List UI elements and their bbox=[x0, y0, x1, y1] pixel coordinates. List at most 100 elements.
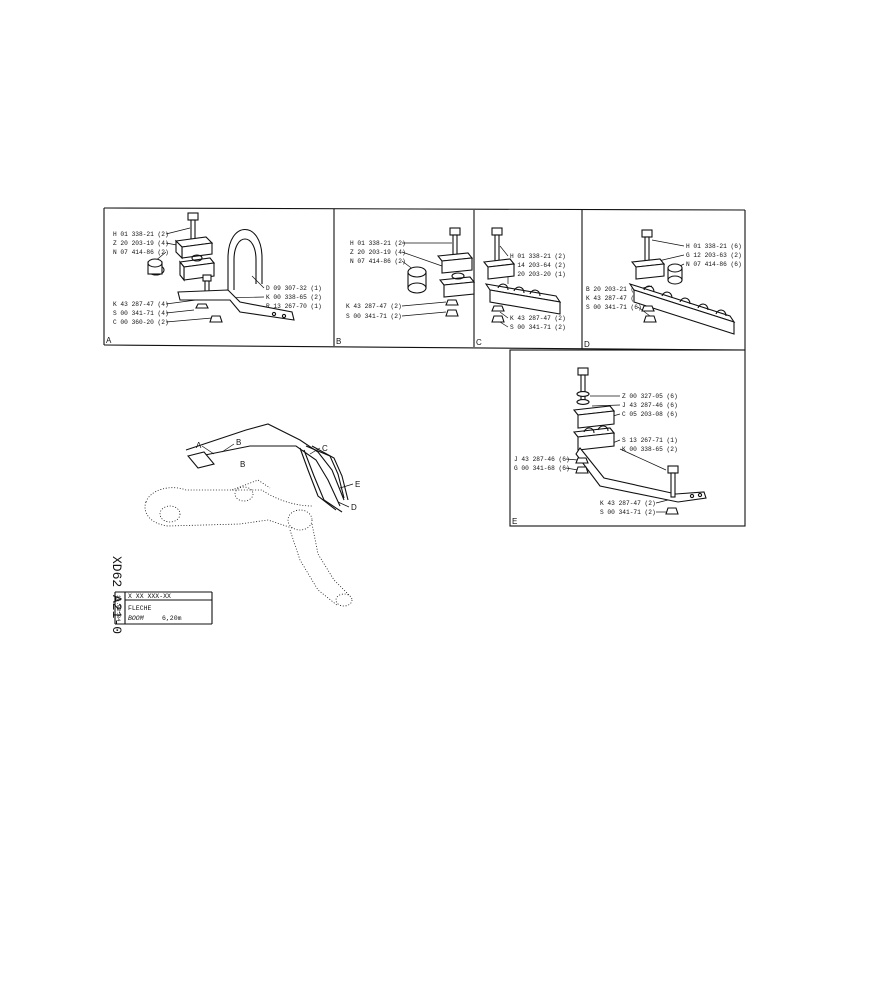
panel-frames bbox=[103, 207, 746, 527]
clamp-e bbox=[572, 405, 616, 451]
bolt-d bbox=[641, 229, 653, 238]
doc-date: 16.02.84 bbox=[115, 595, 122, 622]
callout-b-leader bbox=[221, 443, 235, 453]
washer-e-2 bbox=[576, 399, 590, 405]
name-en: BOOM bbox=[128, 615, 144, 622]
boom-upper-edge bbox=[145, 487, 313, 507]
callout-d-leader bbox=[337, 501, 350, 508]
label-b-5: S 00 341-71 (2) bbox=[346, 313, 402, 320]
callout-a-leader bbox=[201, 445, 215, 455]
nut-b-2 bbox=[445, 309, 459, 317]
title-block: XD62 A21-0 16.02.84 X XX XXX-XX FLECHE B… bbox=[109, 556, 213, 634]
frame-top-line bbox=[103, 207, 746, 211]
label-a-4: D 09 307-32 (1) bbox=[266, 285, 322, 292]
label-a-5: K 00 338-65 (2) bbox=[266, 294, 322, 301]
hole-a-2 bbox=[281, 313, 287, 319]
label-d-3: N 07 414-86 (6) bbox=[686, 261, 742, 268]
label-a-3: N 07 414-86 (2) bbox=[113, 249, 169, 256]
label-d-6: S 00 341-71 (6) bbox=[586, 304, 642, 311]
panel-a-letter: A bbox=[106, 336, 112, 345]
label-e-4: S 13 267-71 (1) bbox=[622, 437, 678, 444]
label-a-6: R 13 267-70 (1) bbox=[266, 303, 322, 310]
panel-a: H 01 338-21 (2) Z 20 203-19 (4) N 07 414… bbox=[113, 212, 322, 326]
bolt-e-2 bbox=[667, 465, 679, 474]
overview-callout-b: B bbox=[236, 438, 241, 447]
bolt-e-2-shank bbox=[670, 472, 676, 498]
panel-d: H 01 338-21 (6) G 12 203-63 (2) N 07 414… bbox=[586, 229, 742, 335]
label-e-9: S 00 341-71 (2) bbox=[600, 509, 656, 516]
clamp-d bbox=[628, 258, 736, 335]
boom-lower-edge bbox=[144, 501, 293, 529]
bolt-e-shank bbox=[580, 374, 586, 402]
hole-e-2 bbox=[697, 492, 703, 498]
label-b-1: H 01 338-21 (2) bbox=[350, 240, 406, 247]
label-e-6: J 43 287-46 (6) bbox=[514, 456, 570, 463]
label-d-4: B 20 203-21 (1) bbox=[586, 286, 642, 293]
bolt-b bbox=[449, 227, 461, 236]
name-fr: FLECHE bbox=[128, 605, 152, 612]
bolt-c bbox=[491, 227, 503, 236]
nut-a-2 bbox=[209, 315, 223, 323]
panel-e-letter: E bbox=[512, 517, 517, 526]
boom-arm-left bbox=[289, 529, 339, 607]
overview-callout-d: D bbox=[351, 503, 357, 512]
clamp-c bbox=[482, 258, 562, 315]
label-c-4: K 43 287-47 (2) bbox=[510, 315, 566, 322]
overview-callout-c: C bbox=[322, 444, 328, 453]
bush-a bbox=[147, 258, 165, 276]
hose-line-5 bbox=[305, 445, 345, 499]
label-c-5: S 00 341-71 (2) bbox=[510, 324, 566, 331]
u-bolt-a bbox=[227, 229, 263, 290]
label-a-9: C 00 360-20 (2) bbox=[113, 319, 169, 326]
label-e-1: Z 00 327-05 (6) bbox=[622, 393, 678, 400]
hose-line-1 bbox=[185, 423, 345, 501]
boom-foot-pin bbox=[159, 505, 181, 523]
label-a-7: K 43 287-47 (4) bbox=[113, 301, 169, 308]
bracket-a bbox=[177, 289, 295, 321]
panel-b-letter: B bbox=[336, 337, 341, 346]
hole-e-1 bbox=[689, 493, 695, 499]
frame-bottom-line bbox=[103, 344, 746, 351]
clamp-b bbox=[436, 252, 476, 298]
nut-c-2 bbox=[491, 315, 505, 323]
overview-callout-b2: B bbox=[240, 460, 245, 469]
doc-code: XD62 A21-0 bbox=[109, 556, 124, 634]
label-c-1: H 01 338-21 (2) bbox=[510, 253, 566, 260]
callout-e-leader bbox=[339, 483, 354, 489]
panel-e: Z 00 327-05 (6) J 43 287-46 (6) C 05 203… bbox=[514, 367, 707, 516]
label-b-2: Z 20 203-19 (4) bbox=[350, 249, 406, 256]
bracket-overview-a bbox=[187, 451, 215, 469]
boom-tip-pin bbox=[335, 593, 353, 607]
label-c-3: A 20 203-20 (1) bbox=[510, 271, 566, 278]
label-d-2: G 12 203-63 (2) bbox=[686, 252, 742, 259]
panel-c-letter: C bbox=[476, 338, 482, 347]
hose-line-6 bbox=[311, 445, 349, 501]
nut-c-1 bbox=[491, 305, 505, 312]
nut-e-2 bbox=[575, 466, 589, 474]
nut-e-1 bbox=[575, 457, 589, 464]
label-a-2: Z 20 203-19 (4) bbox=[113, 240, 169, 247]
label-d-1: H 01 338-21 (6) bbox=[686, 243, 742, 250]
part-number: X XX XXX-XX bbox=[128, 593, 171, 600]
callout-c-leader bbox=[309, 447, 321, 455]
label-b-3: N 07 414-86 (2) bbox=[350, 258, 406, 265]
label-e-8: K 43 287-47 (2) bbox=[600, 500, 656, 507]
label-c-2: C 14 203-64 (2) bbox=[510, 262, 566, 269]
bolt-e bbox=[577, 367, 589, 376]
frame-panel-e bbox=[509, 349, 746, 527]
overview-callout-e: E bbox=[355, 480, 360, 489]
label-e-3: C 05 203-08 (6) bbox=[622, 411, 678, 418]
panel-b: H 01 338-21 (2) Z 20 203-19 (4) N 07 414… bbox=[346, 227, 476, 320]
nut-d-2 bbox=[643, 315, 657, 323]
boom-overview: A B B C E D bbox=[144, 423, 360, 607]
boom-mid-pin bbox=[234, 486, 254, 502]
nut-e-3 bbox=[665, 507, 679, 515]
label-a-8: S 00 341-71 (4) bbox=[113, 310, 169, 317]
clamp-a bbox=[174, 236, 216, 282]
bush-b bbox=[407, 266, 427, 294]
boom-arm-right bbox=[311, 523, 351, 597]
label-e-7: G 00 341-68 (6) bbox=[514, 465, 570, 472]
label-e-5: K 00 338-65 (2) bbox=[622, 446, 678, 453]
hole-a-1 bbox=[271, 311, 277, 317]
